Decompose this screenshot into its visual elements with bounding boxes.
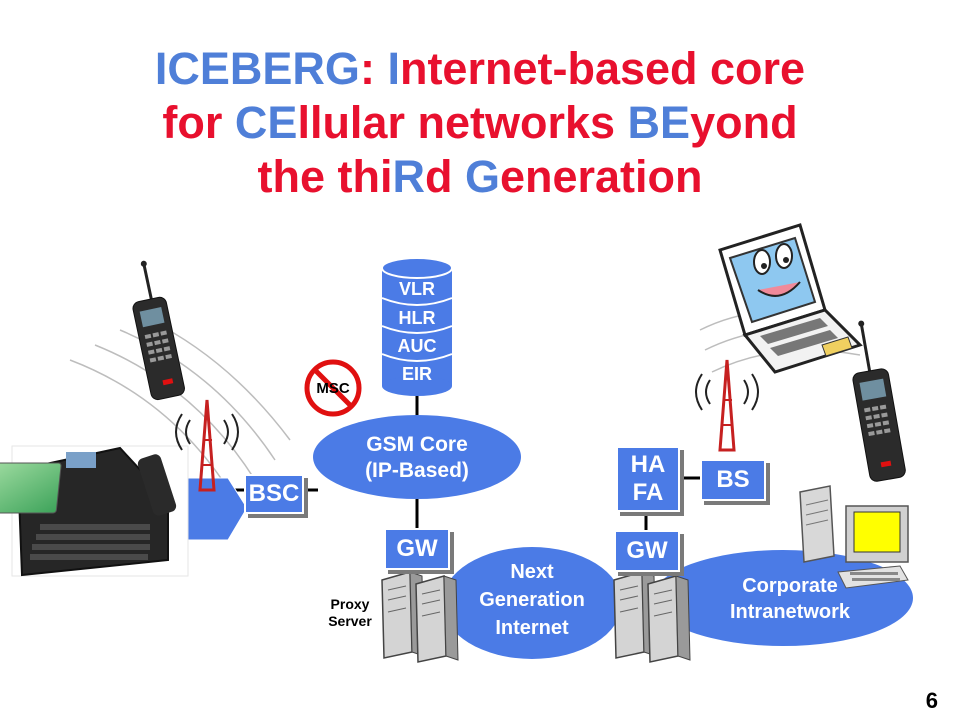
gsm-core-ellipse: [313, 415, 521, 499]
gateway-server-icon: [613, 571, 691, 663]
corporate-line2: Intranetwork: [729, 601, 851, 623]
title-line2-segment-2: llular networks: [297, 97, 628, 148]
title-line3-segment-3: G: [464, 151, 500, 202]
gw-right-box: GW: [614, 530, 680, 572]
title-line1-segment-3: nternet-based core: [399, 43, 806, 94]
gsm-core-label: GSM Core (IP-Based): [313, 432, 521, 484]
next-gen-line3: Internet: [495, 617, 569, 639]
cartoon-laptop-icon: [718, 223, 863, 374]
desktop-computer-icon: [799, 485, 909, 589]
ha-fa-box: HA FA: [616, 446, 680, 512]
gsm-core-line1: GSM Core: [366, 433, 468, 456]
gsm-core-line2: (IP-Based): [365, 459, 469, 482]
proxy-server-label: Proxy Server: [318, 596, 382, 630]
proxy-server-icon: [381, 571, 459, 663]
title-line-1: ICEBERG: Internet-based core: [0, 42, 960, 96]
title-line3-segment-4: eneration: [499, 151, 703, 202]
bs-box: BS: [700, 459, 766, 501]
title-line2-segment-1: CE: [234, 97, 298, 148]
title-line3-segment-2: d: [424, 151, 465, 202]
title-line1-segment-2: I: [387, 43, 400, 94]
next-gen-line2: Generation: [479, 589, 585, 611]
fa-label: FA: [632, 479, 664, 506]
page-number: 6: [925, 688, 938, 713]
ha-label: HA: [630, 451, 666, 478]
title-line-2: for CEllular networks BEyond: [0, 96, 960, 150]
gw-left-box: GW: [384, 528, 450, 570]
db-layer-vlr: VLR: [399, 279, 435, 299]
title-line3-segment-1: R: [392, 151, 425, 202]
db-layer-auc: AUC: [397, 336, 437, 356]
database-cylinder-icon: [381, 257, 453, 396]
next-gen-line1: Next: [510, 561, 554, 583]
db-layer-hlr: HLR: [398, 308, 436, 328]
cell-phone-left-icon: [132, 260, 185, 401]
title-line1-segment-0: ICEBERG: [154, 43, 360, 94]
corporate-intranetwork-label: Corporate Intranetwork: [690, 573, 890, 625]
slide-title: ICEBERG: Internet-based core for CEllula…: [0, 42, 960, 204]
title-line-3: the thiRd Generation: [0, 150, 960, 204]
corporate-line1: Corporate: [742, 575, 838, 597]
title-line3-segment-0: the thi: [257, 151, 393, 202]
title-line2-segment-0: for: [162, 97, 235, 148]
db-layer-eir: EIR: [401, 364, 432, 384]
cell-tower-right-icon: [695, 359, 759, 452]
no-msc-sign-icon: [304, 359, 362, 417]
proxy-line2: Server: [328, 613, 372, 629]
next-gen-internet-ellipse: [442, 547, 622, 659]
cell-tower-left-icon: [175, 399, 239, 492]
pda-laptop-icon: [0, 445, 189, 577]
bsc-box: BSC: [244, 474, 304, 514]
msc-label: MSC: [316, 380, 350, 397]
next-gen-internet-label: Next Generation Internet: [452, 558, 612, 642]
title-line1-segment-1: :: [359, 43, 388, 94]
proxy-line1: Proxy: [330, 596, 370, 612]
title-line2-segment-3: BE: [627, 97, 691, 148]
cell-phone-right-icon: [852, 320, 906, 482]
title-line2-segment-4: yond: [690, 97, 798, 148]
